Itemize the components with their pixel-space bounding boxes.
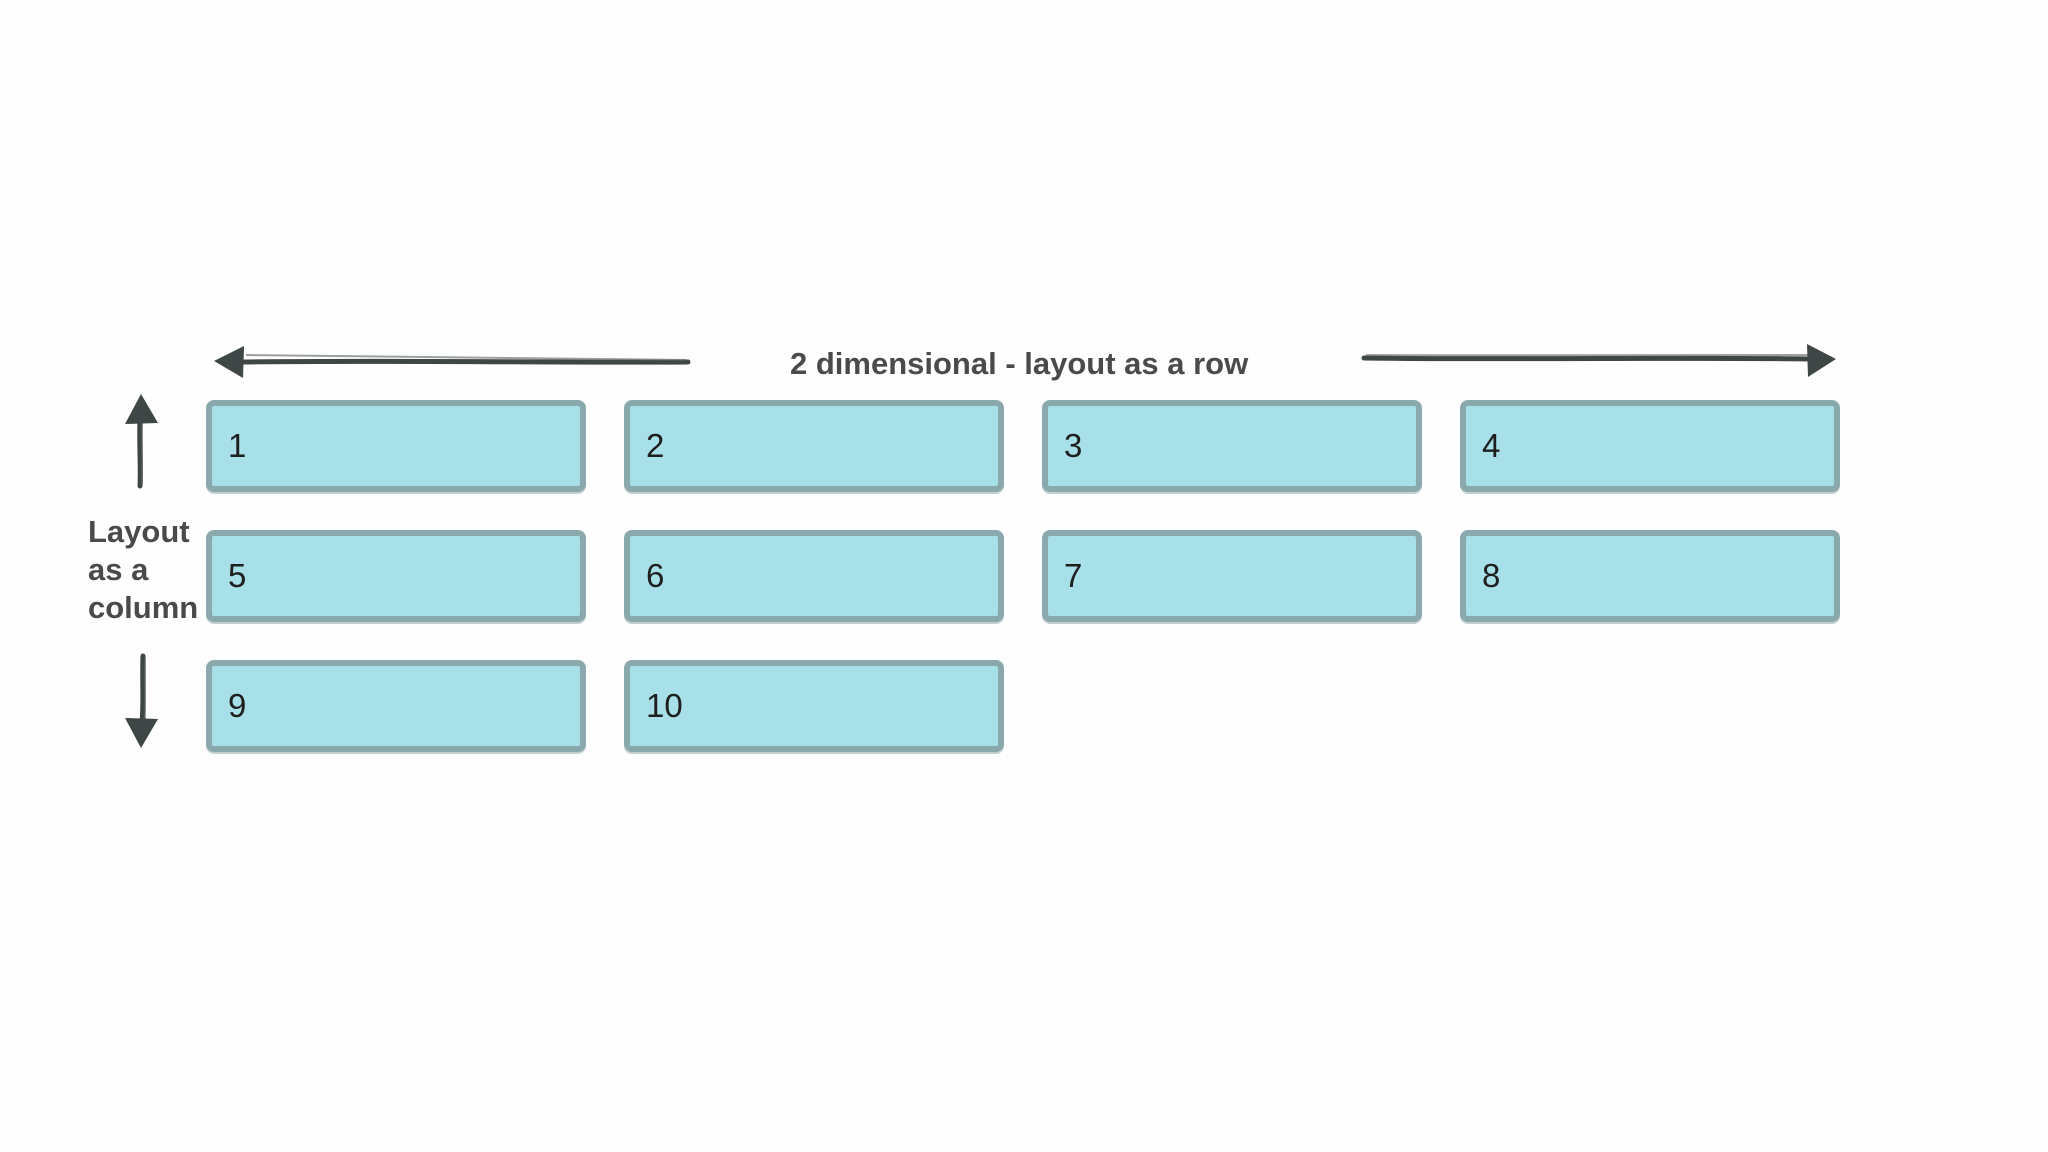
grid-item-1: 1 [206,400,586,492]
grid-item-6: 6 [624,530,1004,622]
column-layout-label: Layout as a column [88,513,208,627]
grid-item-4: 4 [1460,400,1840,492]
grid-item-5: 5 [206,530,586,622]
arrow-up-icon [125,394,158,489]
column-label-line: Layout [88,514,190,549]
column-label-line: as a [88,552,149,587]
grid-item-10: 10 [624,660,1004,752]
grid-item-9: 9 [206,660,586,752]
arrow-right-icon [1361,344,1836,377]
grid-item-7: 7 [1042,530,1422,622]
column-label-line: column [88,590,199,625]
arrow-left-icon [214,346,691,378]
grid-container: 1 2 3 4 5 6 7 8 9 10 [206,400,1842,752]
grid-item-2: 2 [624,400,1004,492]
grid-item-8: 8 [1460,530,1840,622]
row-layout-label: 2 dimensional - layout as a row [790,346,1249,381]
arrow-down-icon [125,653,158,748]
grid-item-3: 3 [1042,400,1422,492]
